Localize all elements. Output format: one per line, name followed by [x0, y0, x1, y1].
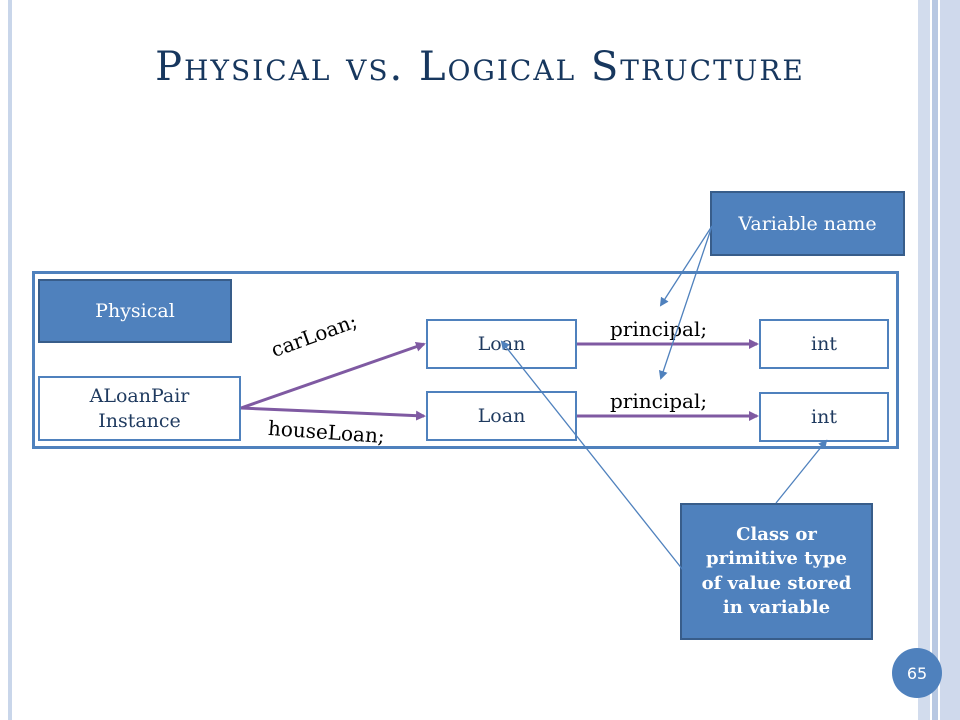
class-type-line-1: Class or: [736, 523, 817, 545]
physical-structure-frame: [32, 271, 899, 449]
slide-right-decoration-inner: [932, 0, 938, 720]
houseloan-arrow: [240, 406, 426, 421]
physical-label-box: Physical: [38, 279, 232, 343]
int-top-label: int: [811, 333, 837, 355]
slide-right-decoration: [918, 0, 930, 720]
principal-top-label: principal;: [610, 317, 708, 341]
variable-name-label: Variable name: [738, 212, 877, 235]
aloanpair-instance-box: ALoanPair Instance: [38, 376, 241, 441]
physical-label: Physical: [95, 300, 175, 322]
class-type-callout: Class or primitive type of value stored …: [680, 503, 873, 640]
page-number-badge: 65: [892, 648, 942, 698]
loan-box-bottom: Loan: [426, 391, 577, 441]
slide-right-decoration-outer: [940, 0, 960, 720]
slide-title: Physical vs. Logical Structure: [155, 44, 805, 90]
variable-name-pointer-1: [659, 225, 713, 307]
class-type-pointer-int: [775, 439, 828, 504]
instance-label: Instance: [98, 409, 181, 432]
int-box-top: int: [759, 319, 889, 369]
carloan-arrow: [240, 341, 426, 410]
variable-name-callout: Variable name: [710, 191, 905, 256]
class-type-line-4: in variable: [722, 596, 831, 618]
principal-bottom-label: principal;: [610, 389, 708, 413]
class-type-line-3: of value stored: [701, 572, 852, 594]
loan-bottom-label: Loan: [477, 405, 526, 427]
slide-left-decoration: [8, 0, 12, 720]
int-box-bottom: int: [759, 392, 889, 442]
int-bottom-label: int: [811, 406, 837, 428]
class-type-line-2: primitive type: [706, 548, 847, 570]
variable-name-pointer-2: [658, 225, 713, 380]
page-number: 65: [906, 663, 928, 683]
class-type-pointer-loan: [500, 340, 684, 571]
aloanpair-label: ALoanPair: [89, 384, 190, 407]
